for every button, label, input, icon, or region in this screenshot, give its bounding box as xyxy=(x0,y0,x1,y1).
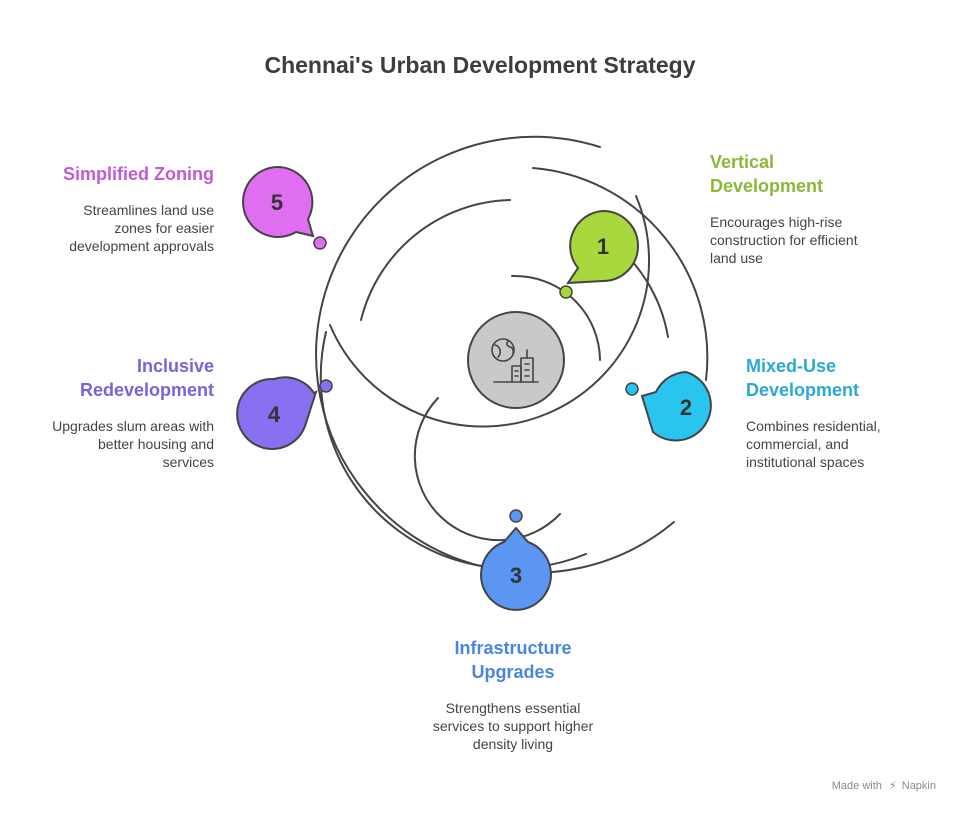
step-title-3-line-2: Upgrades xyxy=(471,662,555,682)
step-desc-5-line-3: development approvals xyxy=(69,238,214,254)
step-desc-3-line-2: services to support higher xyxy=(432,718,594,734)
connector-dot-3 xyxy=(509,509,523,523)
central-hub xyxy=(467,311,565,409)
step-number-2: 2 xyxy=(680,395,692,420)
step-title-3: Infrastructure Upgrades xyxy=(393,636,633,684)
step-desc-5-line-2: zones for easier xyxy=(114,220,214,236)
ring-middle-b xyxy=(360,199,511,321)
step-title-5-line-1: Simplified Zoning xyxy=(63,164,214,184)
step-desc-1: Encourages high-rise construction for ef… xyxy=(710,213,858,267)
ring-inner-left xyxy=(413,397,561,542)
step-title-4-line-1: Inclusive xyxy=(136,356,214,376)
step-desc-2-line-3: institutional spaces xyxy=(746,454,865,470)
step-desc-2-line-2: commercial, and xyxy=(746,436,849,452)
connector-dot-4 xyxy=(319,379,333,393)
ring-middle xyxy=(329,195,651,428)
connector-dot-5 xyxy=(313,236,327,250)
footer-credit[interactable]: Made with ⚡ Napkin xyxy=(832,779,936,792)
step-desc-1-line-3: land use xyxy=(710,250,763,266)
page-title: Chennai's Urban Development Strategy xyxy=(264,52,696,78)
step-bubble-3: 3 xyxy=(480,526,552,611)
step-desc-4-line-2: better housing and xyxy=(98,436,214,452)
step-title-2-line-1: Mixed-Use xyxy=(746,356,837,376)
step-desc-1-line-2: construction for efficient xyxy=(710,232,858,248)
globe-buildings-icon xyxy=(491,338,539,383)
ring-inner xyxy=(511,274,601,361)
step-title-1-line-1: Vertical xyxy=(710,152,775,172)
step-desc-3: Strengthens essential services to suppor… xyxy=(393,699,633,753)
step-desc-4: Upgrades slum areas with better housing … xyxy=(20,417,214,471)
step-title-2-line-2: Development xyxy=(746,380,860,400)
step-title-1: Vertical Development xyxy=(710,150,823,198)
footer-brand: Napkin xyxy=(901,780,936,792)
step-title-5: Simplified Zoning xyxy=(20,162,214,186)
step-number-3: 3 xyxy=(510,563,522,588)
step-desc-3-line-3: density living xyxy=(472,736,554,752)
step-desc-2: Combines residential, commercial, and in… xyxy=(746,417,881,471)
ring-outer-right xyxy=(532,167,709,381)
step-number-1: 1 xyxy=(597,234,609,259)
napkin-logo-icon: ⚡ xyxy=(888,780,897,792)
step-desc-3-line-1: Strengthens essential xyxy=(445,700,581,716)
step-desc-5: Streamlines land use zones for easier de… xyxy=(20,201,214,255)
step-title-2: Mixed-Use Development xyxy=(746,354,859,402)
step-desc-2-line-1: Combines residential, xyxy=(746,418,881,434)
step-title-3-line-1: Infrastructure xyxy=(454,638,572,658)
step-bubble-2: 2 xyxy=(640,370,712,442)
step-desc-4-line-1: Upgrades slum areas with xyxy=(52,418,214,434)
connector-dot-2 xyxy=(625,382,639,396)
step-number-5: 5 xyxy=(271,190,283,215)
step-desc-4-line-3: services xyxy=(162,454,214,470)
footer-made-with: Made with xyxy=(831,780,882,792)
step-desc-1-line-1: Encourages high-rise xyxy=(710,214,843,230)
step-title-4-line-2: Redevelopment xyxy=(79,380,214,400)
step-title-4: Inclusive Redevelopment xyxy=(20,354,214,402)
step-title-1-line-2: Development xyxy=(710,176,824,196)
step-number-4: 4 xyxy=(268,402,281,427)
connector-dot-1 xyxy=(559,285,573,299)
step-bubble-1: 1 xyxy=(566,209,639,285)
step-bubble-4: 4 xyxy=(236,376,318,450)
step-desc-5-line-1: Streamlines land use xyxy=(83,202,214,218)
step-bubble-5: 5 xyxy=(241,165,315,238)
